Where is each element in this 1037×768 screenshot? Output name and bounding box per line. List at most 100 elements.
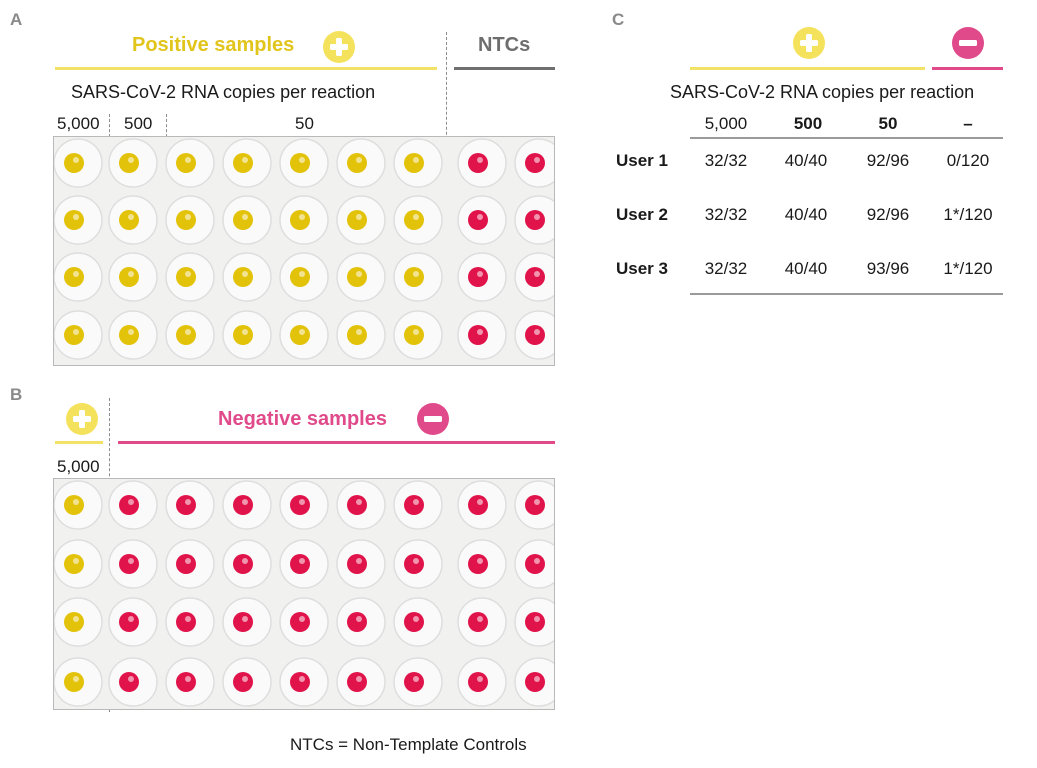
well-red — [165, 539, 215, 589]
col-header-500: 500 — [793, 114, 823, 133]
minus-circle-icon — [417, 403, 449, 435]
well-yellow — [54, 195, 103, 245]
conc-label-500: 500 — [124, 114, 153, 133]
table-top-rule — [690, 137, 1003, 139]
well-yellow — [222, 252, 272, 302]
well-red — [222, 657, 272, 707]
row-user: User 1 — [616, 151, 668, 170]
well-yellow — [279, 195, 329, 245]
footnote: NTCs = Non-Template Controls — [290, 735, 527, 754]
negative-bar-c — [932, 67, 1003, 70]
well-red — [108, 657, 158, 707]
well-red — [222, 597, 272, 647]
panel-label-c: C — [612, 10, 625, 29]
well-red — [279, 480, 329, 530]
well-red — [514, 310, 554, 360]
well-red — [222, 480, 272, 530]
panel-label-a: A — [10, 10, 23, 29]
well-yellow — [222, 195, 272, 245]
cell-value: 92/96 — [866, 151, 910, 170]
panel-label-b: B — [10, 385, 23, 404]
col-header-50: 50 — [878, 114, 898, 133]
plate-a-wells — [54, 138, 554, 360]
cell-value: 32/32 — [704, 151, 748, 170]
well-red — [514, 480, 554, 530]
well-yellow — [54, 138, 103, 188]
positive-bar-c — [690, 67, 925, 70]
cell-value: 0/120 — [946, 151, 990, 170]
negative-bar — [118, 441, 555, 444]
well-yellow — [279, 252, 329, 302]
well-yellow — [54, 310, 103, 360]
well-yellow — [165, 138, 215, 188]
conc-label-5000: 5,000 — [57, 114, 100, 133]
well-red — [514, 657, 554, 707]
well-red — [279, 597, 329, 647]
well-yellow — [108, 195, 158, 245]
well-yellow — [393, 195, 443, 245]
well-red — [457, 310, 507, 360]
well-red — [514, 597, 554, 647]
well-red — [514, 138, 554, 188]
cell-value: 92/96 — [866, 205, 910, 224]
well-red — [457, 539, 507, 589]
cell-value: 1*/120 — [943, 259, 993, 278]
well-red — [457, 657, 507, 707]
well-red — [108, 480, 158, 530]
well-red — [393, 539, 443, 589]
cell-value: 93/96 — [866, 259, 910, 278]
well-red — [514, 195, 554, 245]
well-yellow — [336, 195, 386, 245]
well-yellow — [393, 252, 443, 302]
col-header-negative: – — [963, 114, 973, 133]
well-yellow — [222, 310, 272, 360]
row-user: User 2 — [616, 205, 668, 224]
copies-label-c: SARS-CoV-2 RNA copies per reaction — [670, 82, 975, 102]
well-yellow — [336, 310, 386, 360]
well-red — [457, 597, 507, 647]
well-red — [457, 195, 507, 245]
ntc-bar — [454, 67, 555, 70]
copies-label-a: SARS-CoV-2 RNA copies per reaction — [71, 82, 376, 102]
well-yellow — [108, 252, 158, 302]
cell-value: 40/40 — [784, 259, 828, 278]
well-red — [336, 597, 386, 647]
well-red — [393, 657, 443, 707]
cell-value: 1*/120 — [943, 205, 993, 224]
plus-circle-icon — [66, 403, 98, 435]
plate-a — [53, 136, 555, 366]
well-yellow — [279, 138, 329, 188]
well-yellow — [54, 252, 103, 302]
negative-samples-title: Negative samples — [218, 408, 387, 430]
well-yellow — [54, 539, 103, 589]
well-red — [279, 539, 329, 589]
well-red — [514, 252, 554, 302]
well-yellow — [54, 657, 103, 707]
well-red — [393, 597, 443, 647]
cell-value: 40/40 — [784, 205, 828, 224]
well-yellow — [393, 310, 443, 360]
cell-value: 32/32 — [704, 205, 748, 224]
well-red — [165, 480, 215, 530]
cell-value: 32/32 — [704, 259, 748, 278]
well-yellow — [108, 310, 158, 360]
well-yellow — [336, 252, 386, 302]
well-yellow — [54, 597, 103, 647]
plate-b — [53, 478, 555, 710]
plus-circle-icon — [793, 27, 825, 59]
well-yellow — [222, 138, 272, 188]
table-bottom-rule — [690, 293, 1003, 295]
positive-samples-title: Positive samples — [132, 34, 295, 56]
well-red — [222, 539, 272, 589]
col-header-5000: 5,000 — [704, 114, 748, 133]
well-red — [108, 597, 158, 647]
well-yellow — [165, 252, 215, 302]
well-red — [457, 138, 507, 188]
conc-label-50: 50 — [295, 114, 314, 133]
well-red — [336, 480, 386, 530]
well-yellow — [336, 138, 386, 188]
ntcs-title: NTCs — [478, 34, 531, 56]
well-red — [108, 539, 158, 589]
well-red — [457, 252, 507, 302]
conc-label-5000-b: 5,000 — [57, 457, 100, 476]
